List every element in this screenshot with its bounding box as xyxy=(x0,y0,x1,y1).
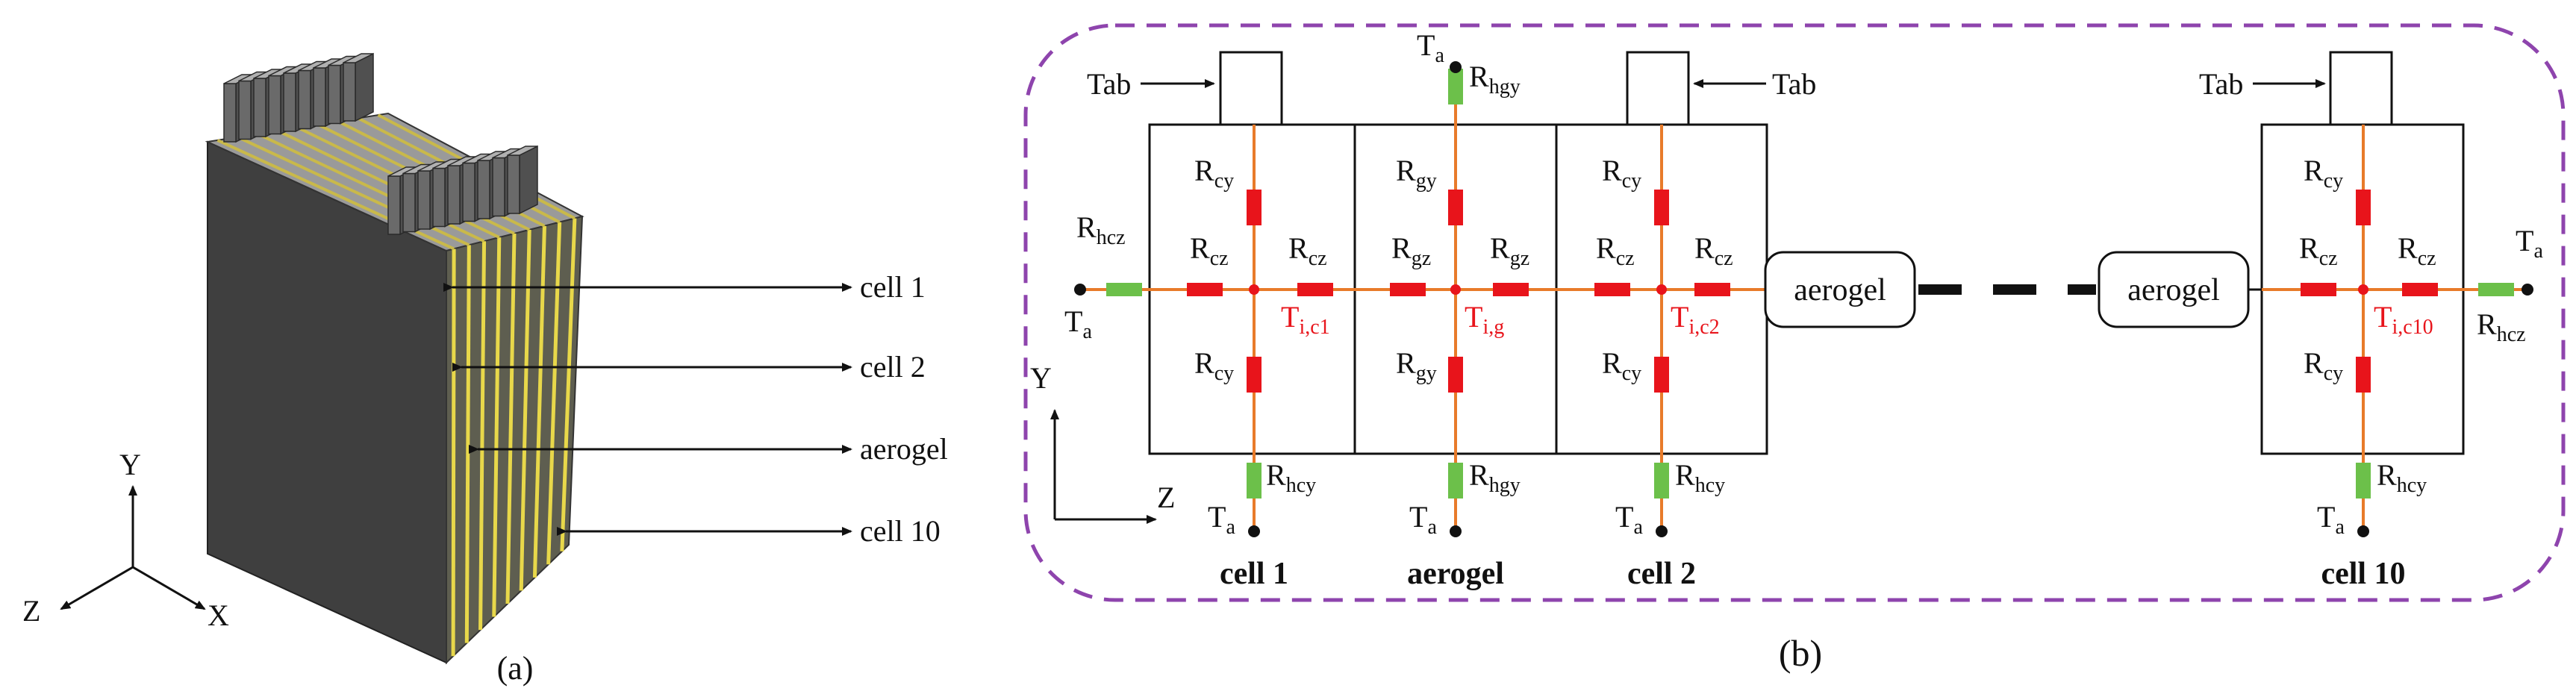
label-rgy-top: Rgy xyxy=(1396,154,1437,193)
axis-label-z-a: Z xyxy=(22,594,40,628)
label-ta-aerogel-bottom: Ta xyxy=(1409,500,1437,539)
cell-layer-stripe xyxy=(546,222,562,565)
label-rhcz-left: Rhcz xyxy=(1076,210,1126,249)
node-label-c1: Ti,c1 xyxy=(1281,300,1330,339)
caption-a: (a) xyxy=(497,650,534,687)
tab-label-cell1: Tab xyxy=(1087,67,1131,101)
cell1-tab xyxy=(1219,51,1283,126)
label-rgz-right: Rgz xyxy=(1490,231,1529,270)
caption-b: (b) xyxy=(1779,632,1822,674)
aerogel-node-label-2: aerogel xyxy=(2127,273,2220,307)
node-label-c10: Ti,c10 xyxy=(2374,300,2433,339)
label-rcz-cell2-left: Rcz xyxy=(1596,231,1635,270)
label-rcz-cell2-right: Rcz xyxy=(1694,231,1733,270)
label-rhcz-right: Rhcz xyxy=(2477,307,2526,346)
axes-b: Y Z xyxy=(1030,361,1175,524)
label-rcy-cell1-top: Rcy xyxy=(1194,154,1234,193)
label-rcy-cell2-bottom: Rcy xyxy=(1602,346,1641,385)
callout-aerogel: aerogel xyxy=(469,432,948,466)
label-rcz-cell10-right: Rcz xyxy=(2398,231,2436,270)
cell2-tab xyxy=(1626,51,1690,126)
label-ta-cell10: Ta xyxy=(2317,500,2345,539)
aerogel-node-label-1: aerogel xyxy=(1794,273,1886,307)
label-rcz-cell1-left: Rcz xyxy=(1190,231,1229,270)
bottom-label-cell1: cell 1 xyxy=(1220,557,1288,591)
tab-label-cell2: Tab xyxy=(1772,67,1816,101)
internal-resistors xyxy=(1187,190,2438,393)
label-rcz-cell10-left: Rcz xyxy=(2299,231,2338,270)
label-rhgy-top: Rhgy xyxy=(1469,60,1521,99)
axes-triad-a: Y Z X xyxy=(22,448,229,632)
bottom-label-cell2: cell 2 xyxy=(1627,557,1696,591)
label-rcy-cell10-top: Rcy xyxy=(2304,154,2343,193)
callout-cell10: cell 10 xyxy=(557,514,941,548)
battery-module-3d xyxy=(205,52,584,665)
label-cell10: cell 10 xyxy=(860,514,941,548)
label-ta-right: Ta xyxy=(2516,224,2543,263)
bottom-label-cell10: cell 10 xyxy=(2321,557,2405,591)
label-aerogel: aerogel xyxy=(860,432,948,466)
front-tab-group xyxy=(387,145,538,236)
cell10-tab xyxy=(2329,51,2393,126)
label-ta-aerogel-top: Ta xyxy=(1417,28,1444,67)
label-rhgy-bottom: Rhgy xyxy=(1469,458,1521,497)
axis-label-y-a: Y xyxy=(119,448,141,481)
network-boundary xyxy=(1023,23,2566,602)
label-cell2: cell 2 xyxy=(860,350,926,384)
label-ta-cell1: Ta xyxy=(1208,500,1235,539)
cell-layer-stripe xyxy=(492,237,502,617)
cell-layer-stripe xyxy=(451,249,456,657)
back-tab-group xyxy=(223,52,374,143)
tab-label-cell10: Tab xyxy=(2199,67,2243,101)
label-cell1: cell 1 xyxy=(860,270,926,304)
aerogel-node-box-1 xyxy=(1764,251,1916,328)
label-rcy-cell1-bottom: Rcy xyxy=(1194,346,1234,385)
cell-layer-stripe xyxy=(464,245,471,643)
axis-label-z-b: Z xyxy=(1157,481,1175,514)
label-ta-cell2: Ta xyxy=(1615,500,1643,539)
ambient-nodes xyxy=(1074,61,2533,537)
terminal-tab xyxy=(507,145,538,215)
callout-cell2: cell 2 xyxy=(452,350,926,384)
label-rcz-cell1-right: Rcz xyxy=(1288,231,1327,270)
convective-resistors xyxy=(1106,69,2514,498)
axis-label-x-a: X xyxy=(208,598,229,632)
internal-nodes xyxy=(1249,284,2368,295)
cell-layer-stripe xyxy=(505,233,517,604)
label-rhcy-cell10: Rhcy xyxy=(2377,458,2427,497)
node-label-g: Ti,g xyxy=(1465,300,1504,339)
cell-layer-stripe xyxy=(478,241,487,631)
label-rhcy-cell1: Rhcy xyxy=(1266,458,1316,497)
label-ta-left: Ta xyxy=(1064,304,1092,343)
label-rhcy-cell2: Rhcy xyxy=(1675,458,1725,497)
label-rgy-bottom: Rgy xyxy=(1396,346,1437,385)
label-rcy-cell10-bottom: Rcy xyxy=(2304,346,2343,385)
node-label-c2: Ti,c2 xyxy=(1671,300,1720,339)
cell-layer-stripe xyxy=(560,218,577,551)
bottom-label-aerogel: aerogel xyxy=(1407,557,1504,591)
callout-cell1: cell 1 xyxy=(443,270,926,304)
label-rcy-cell2-top: Rcy xyxy=(1602,154,1641,193)
axis-label-y-b: Y xyxy=(1030,361,1052,395)
label-rgz-left: Rgz xyxy=(1391,231,1431,270)
terminal-tab xyxy=(343,52,374,122)
